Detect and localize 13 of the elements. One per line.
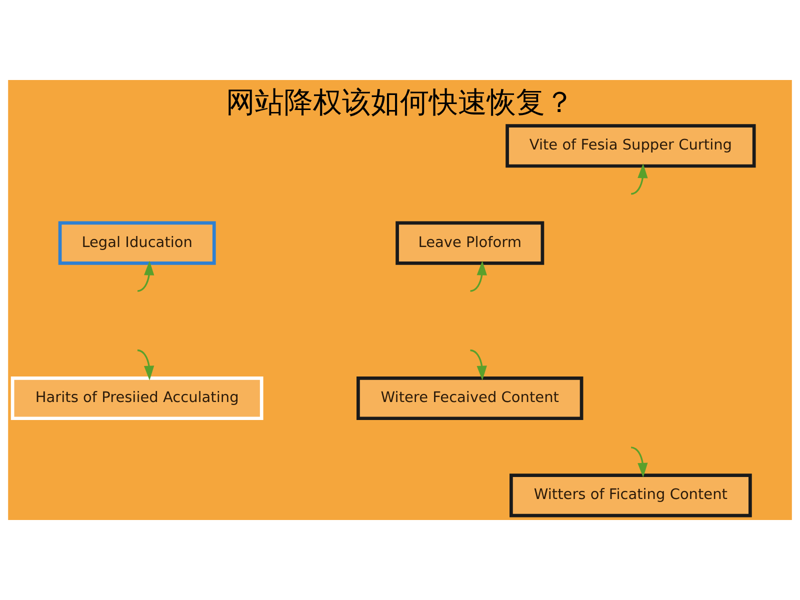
node-box: Witere Fecaived Content (356, 376, 584, 420)
node-box: Harits of Presiied Acculating (10, 376, 264, 420)
node-box: Vite of Fesia Supper Curting (506, 124, 756, 168)
arrow (137, 349, 154, 380)
arrow (631, 164, 648, 195)
node-box: Leave Ploform (396, 221, 544, 265)
node-box: Witters of Ficating Content (510, 474, 752, 518)
arrow (630, 446, 648, 478)
arrow (137, 260, 154, 292)
diagram-title: 网站降权该如何快速恢复？ (226, 85, 574, 120)
arrow (470, 260, 487, 292)
arrow (470, 349, 487, 380)
node-box: Legal Iducation (58, 221, 216, 265)
